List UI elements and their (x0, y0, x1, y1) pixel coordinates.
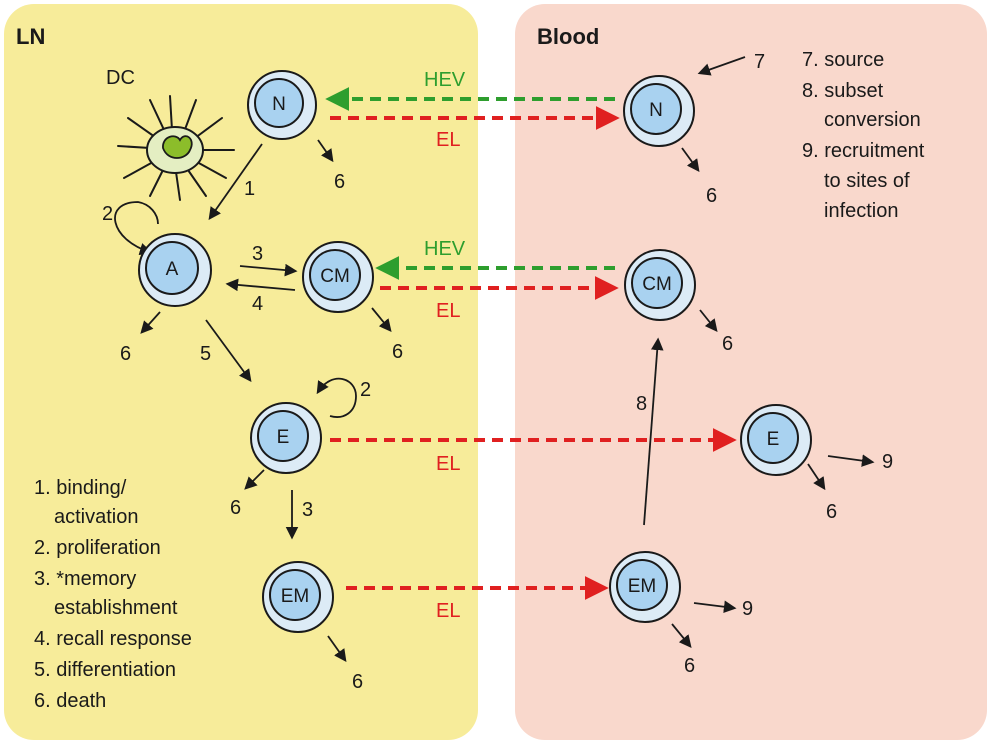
label-6-bl-cm: 6 (722, 333, 733, 355)
blood-legend-line: infection (824, 200, 899, 222)
label-6-ln-em: 6 (352, 671, 363, 693)
blood-panel-title: Blood (537, 24, 599, 49)
dendritic-cell-icon (117, 95, 235, 201)
arrow-recruit-e (827, 454, 875, 467)
el-label-cm: EL (436, 300, 460, 322)
cell-blood-n-label: N (649, 100, 663, 121)
arrow-death-bl-cm (699, 309, 718, 332)
blood-legend: 7. source 8. subset conversion 9. recrui… (802, 49, 925, 222)
el-label-em: EL (436, 600, 460, 622)
arrow-death-bl-em (671, 623, 692, 648)
arrow-death-bl-e (807, 463, 826, 491)
label-9-em: 9 (742, 598, 753, 620)
cell-blood-cm: CM (624, 249, 696, 321)
arrow-death-ln-em (327, 635, 347, 663)
cell-blood-e: E (740, 404, 812, 476)
cell-ln-cm-label: CM (320, 266, 350, 287)
arrow-subset-conversion (643, 337, 664, 526)
label-3-a: 3 (252, 243, 263, 265)
ln-panel-title: LN (16, 24, 45, 49)
arrow-death-ln-cm (371, 307, 392, 332)
blood-legend-line: 7. source (802, 49, 884, 71)
ln-legend-line: 4. recall response (34, 628, 192, 650)
cell-ln-e-label: E (277, 427, 290, 448)
arrow-recruit-em (693, 600, 737, 614)
dc-label: DC (106, 67, 135, 89)
cell-ln-n-label: N (272, 94, 286, 115)
cell-blood-em-label: EM (628, 576, 657, 597)
label-4: 4 (252, 293, 263, 315)
cell-blood-e-label: E (767, 429, 780, 450)
ln-legend-line: 6. death (34, 690, 106, 712)
arrow-source (697, 56, 746, 76)
label-5: 5 (200, 343, 211, 365)
label-8: 8 (636, 393, 647, 415)
cell-ln-a: A (138, 233, 212, 307)
cell-ln-n: N (247, 70, 317, 140)
label-3-e: 3 (302, 499, 313, 521)
ln-legend-line: establishment (54, 597, 178, 619)
ln-legend-line: 2. proliferation (34, 537, 161, 559)
hev-label-cm: HEV (424, 238, 466, 260)
el-label-n: EL (436, 129, 460, 151)
label-9-e: 9 (882, 451, 893, 473)
ln-legend-line: 1. binding/ (34, 477, 127, 499)
el-label-e: EL (436, 453, 460, 475)
label-6-ln-cm: 6 (392, 341, 403, 363)
cell-blood-n: N (623, 75, 695, 147)
cell-blood-em: EM (609, 551, 681, 623)
label-6-a: 6 (120, 343, 131, 365)
blood-legend-line: to sites of (824, 170, 910, 192)
arrow-memory-a-cm (239, 263, 298, 277)
arrow-death-a (140, 311, 161, 334)
blood-legend-line: 9. recruitment (802, 140, 925, 162)
arrow-proliferation-a (114, 201, 159, 256)
cell-ln-cm: CM (302, 241, 374, 313)
cell-ln-em: EM (262, 561, 334, 633)
label-2-a: 2 (102, 203, 113, 225)
label-7: 7 (754, 51, 765, 73)
blood-legend-line: conversion (824, 109, 921, 131)
cell-blood-cm-label: CM (642, 274, 672, 295)
ln-legend-line: 3. *memory (34, 568, 136, 590)
cell-ln-e: E (250, 402, 322, 474)
ln-legend-line: activation (54, 506, 139, 528)
label-6-ln-e: 6 (230, 497, 241, 519)
arrow-binding (208, 143, 263, 221)
label-1: 1 (244, 178, 255, 200)
arrow-recall-cm-a (225, 278, 296, 292)
arrow-differentiation (205, 319, 252, 383)
arrow-proliferation-e (316, 377, 357, 418)
ln-legend: 1. binding/ activation 2. proliferation … (34, 477, 192, 712)
label-6-bl-e: 6 (826, 501, 837, 523)
cell-ln-em-label: EM (281, 586, 310, 607)
label-6-bl-n: 6 (706, 185, 717, 207)
arrow-death-ln-e (244, 469, 265, 490)
blood-legend-line: 8. subset (802, 80, 884, 102)
ln-legend-line: 5. differentiation (34, 659, 176, 681)
cell-ln-a-label: A (166, 259, 179, 280)
hev-label-n: HEV (424, 69, 466, 91)
label-2-e: 2 (360, 379, 371, 401)
arrow-death-bl-n (681, 147, 700, 173)
label-6-ln-n: 6 (334, 171, 345, 193)
arrow-death-ln-n (317, 139, 334, 163)
label-6-bl-em: 6 (684, 655, 695, 677)
